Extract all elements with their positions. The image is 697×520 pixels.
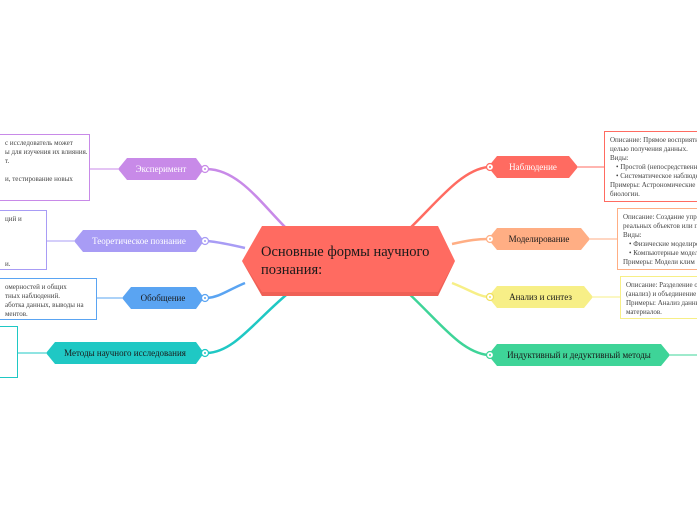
topic-observation[interactable]: Наблюдение [488,156,578,178]
topic-shape-observation[interactable] [488,156,578,178]
central-title-line2: познания: [261,262,323,278]
card-line [5,251,41,260]
topic-modeling[interactable]: Моделирование [488,228,590,250]
card-line: ментов. [5,310,28,318]
card-line: биологии. [610,190,640,198]
topic-generalization[interactable]: Обобщение [122,287,204,309]
card-line: (анализ) и объединение [626,290,697,298]
card-line: омерностей и общих [5,283,67,291]
card-line: • Компьютерные модел [629,249,697,257]
card-line [5,242,41,251]
card-line: с исследователь может [5,139,73,147]
card-line [5,233,41,242]
connector-theoretical [206,239,246,250]
connector-experiment [206,167,291,233]
card-line: т. [5,157,10,165]
topic-shape-theoretical[interactable] [74,230,204,252]
card-generalization[interactable]: омерностей и общих тных наблюдений. абот… [0,278,97,320]
topic-shape-analysis[interactable] [488,286,593,308]
card-line: • Простой (непосредственны [616,163,697,171]
card-analysis[interactable]: Описание: Разделение о (анализ) и объеди… [620,276,697,319]
topic-modeling-label: Моделирование [508,234,570,244]
connector-inductive [404,289,489,357]
card-line: и, тестирование новых [5,175,73,183]
card-line: • Систематическое наблюде [616,172,697,180]
card-line: Примеры: Модели клим [623,258,695,266]
connector-analysis [451,281,489,299]
card-line: Описание: Разделение о [626,281,697,289]
collapse-toggle-icon[interactable] [485,162,495,172]
connector-generalization [206,281,246,300]
card-line: Виды: [610,154,629,162]
card-line: тных наблюдений. [5,292,61,300]
card-line: • Физические моделиро [629,240,697,248]
card-line: и. [5,260,11,268]
card-methods[interactable] [0,326,18,378]
card-line: целью получения данных. [610,145,688,153]
card-line [5,224,41,233]
topic-analysis-label: Анализ и синтез [509,292,572,302]
card-line: Описание: Прямое восприяти [610,136,697,144]
topic-inductive-label: Индуктивный и дедуктивный методы [507,350,651,360]
card-line: Описание: Создание упро [623,213,697,221]
card-line [5,166,84,175]
collapse-toggle-icon[interactable] [485,350,495,360]
card-line: материалов. [626,308,662,316]
topic-experiment-label: Эксперимент [135,164,187,174]
central-topic[interactable]: Основные формы научного познания: [242,226,455,296]
connector-modeling [451,237,489,246]
topic-theoretical[interactable]: Теоретическое познание [74,230,204,252]
card-experiment[interactable]: с исследователь может ы для изучения их … [0,134,90,201]
central-node-shade [242,261,455,296]
card-line: Виды: [623,231,642,239]
connector-methods [206,289,293,355]
card-theoretical[interactable]: ций и и. [0,210,47,270]
topic-experiment[interactable]: Эксперимент [118,158,204,180]
card-line: Примеры: Астрономические [610,181,696,189]
central-node-shape[interactable] [242,226,455,296]
topic-shape-methods[interactable] [46,342,204,364]
card-line: реальных объектов или п [623,222,697,230]
topic-shape-experiment[interactable] [118,158,204,180]
card-observation[interactable]: Описание: Прямое восприяти целью получен… [604,131,697,202]
card-line: аботка данных, выводы на [5,301,84,309]
central-title-line1: Основные формы научного [261,244,430,260]
topic-inductive[interactable]: Индуктивный и дедуктивный методы [488,344,670,366]
collapse-toggle-icon[interactable] [200,236,210,246]
topic-theoretical-label: Теоретическое познание [92,236,186,246]
card-line: ций и [5,215,22,223]
collapse-toggle-icon[interactable] [200,293,210,303]
topic-generalization-label: Обобщение [140,293,186,303]
topic-shape-inductive[interactable] [488,344,670,366]
collapse-toggle-icon[interactable] [200,348,210,358]
topic-shape-generalization[interactable] [122,287,204,309]
collapse-toggle-icon[interactable] [485,292,495,302]
card-modeling[interactable]: Описание: Создание упро реальных объекто… [617,208,697,270]
collapse-toggle-icon[interactable] [485,234,495,244]
topic-methods[interactable]: Методы научного исследования [46,342,204,364]
topic-analysis[interactable]: Анализ и синтез [488,286,593,308]
card-line: Примеры: Анализ данны [626,299,697,307]
topic-shape-modeling[interactable] [488,228,590,250]
connector-observation [404,165,489,234]
topic-methods-label: Методы научного исследования [64,348,186,358]
topic-observation-label: Наблюдение [509,162,557,172]
card-line: ы для изучения их влияния. [5,148,88,156]
collapse-toggle-icon[interactable] [200,164,210,174]
